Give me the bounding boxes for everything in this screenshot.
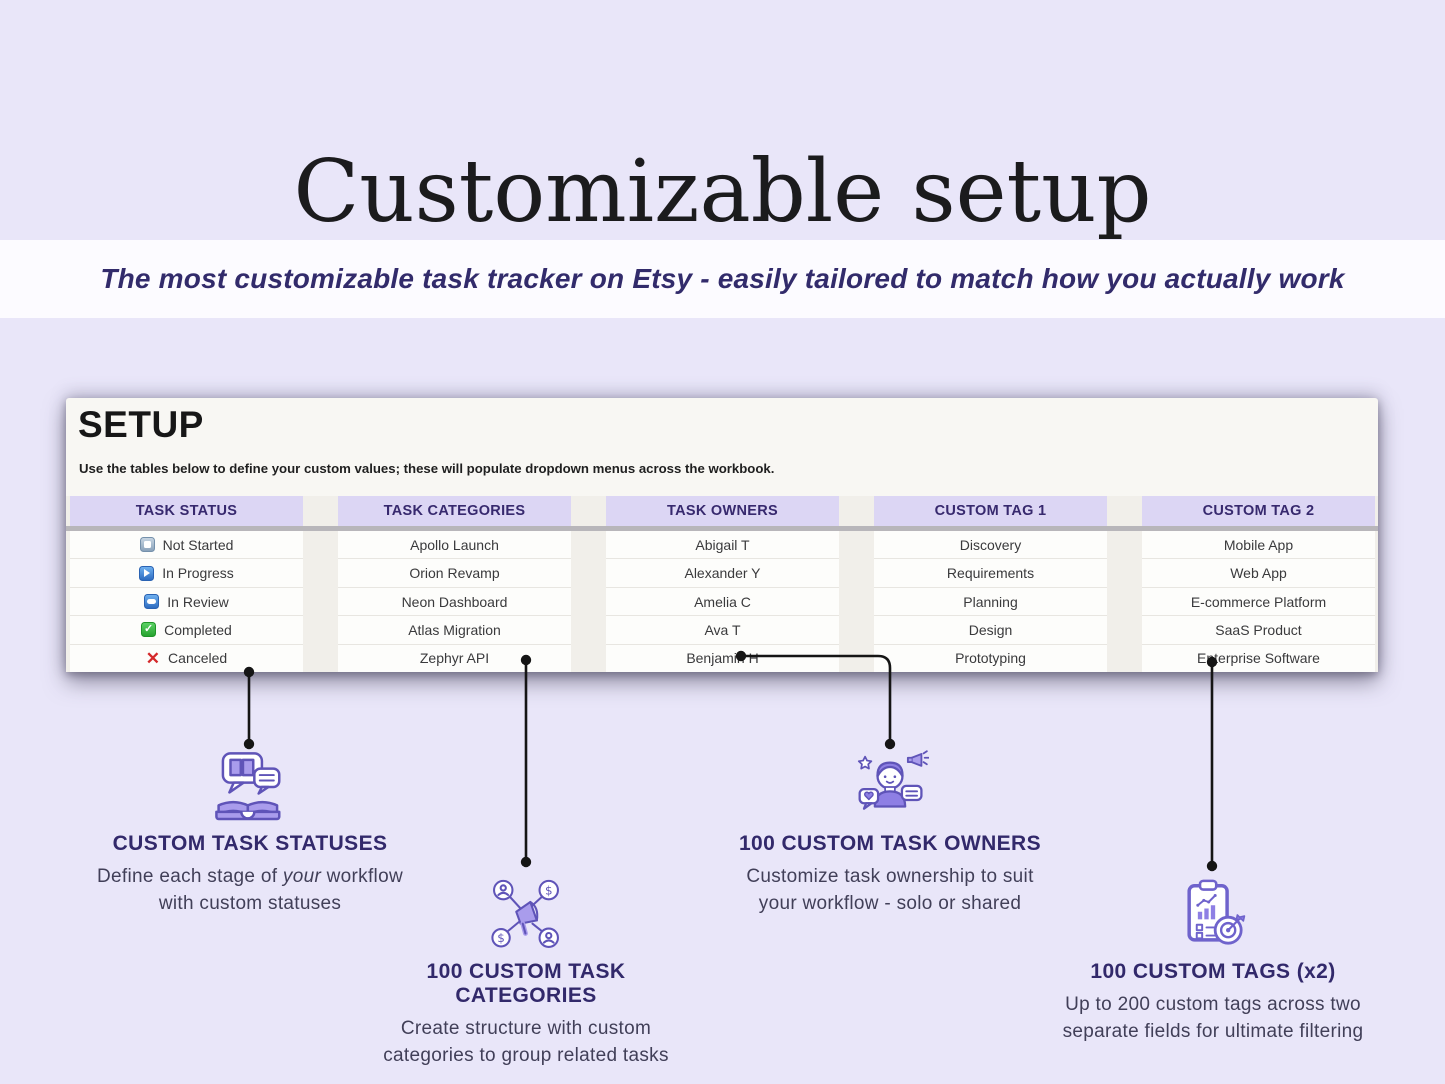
table-cell: Discovery <box>874 531 1107 560</box>
table-cell: Web App <box>1142 559 1375 588</box>
setup-description: Use the tables below to define your cust… <box>79 461 775 476</box>
table-cell: Alexander Y <box>606 559 839 588</box>
page-title: Customizable setup <box>293 141 1152 242</box>
table-cell: SaaS Product <box>1142 616 1375 645</box>
table-cell: Atlas Migration <box>338 616 571 645</box>
annotation-task-categories: $$ 100 CUSTOM TASK CATEGORIES Create str… <box>366 876 686 1070</box>
table-cell: ✓Completed <box>70 616 303 645</box>
annotation-task-statuses: CUSTOM TASK STATUSES Define each stage o… <box>85 748 415 918</box>
svg-text:$: $ <box>545 883 553 897</box>
review-icon <box>144 594 160 610</box>
annotation-task-owners: 100 CUSTOM TASK OWNERS Customize task ow… <box>735 748 1045 918</box>
table-cell: Apollo Launch <box>338 531 571 560</box>
annotation-heading: 100 CUSTOM TAGS (x2) <box>1090 960 1336 983</box>
table-cell: Benjamin H <box>686 650 759 667</box>
annotation-body: Create structure with custom categories … <box>383 1018 669 1066</box>
table-cell: Planning <box>874 588 1107 617</box>
table-cell: Mobile App <box>1142 531 1375 560</box>
table-cell: Amelia C <box>606 588 839 617</box>
table-cell: Orion Revamp <box>338 559 571 588</box>
megaphone-network-icon: $$ <box>366 876 686 956</box>
play-icon <box>139 565 155 581</box>
table-cell: Enterprise Software <box>1197 650 1320 667</box>
book-chat-icon <box>85 748 415 828</box>
setup-title: SETUP <box>78 404 204 445</box>
table-cell: Design <box>874 616 1107 645</box>
annotation-heading: 100 CUSTOM TASK CATEGORIES <box>426 960 626 1007</box>
table-cell: Neon Dashboard <box>338 588 571 617</box>
table-column-header: TASK CATEGORIES <box>338 496 571 526</box>
annotation-body: Customize task ownership to suit your wo… <box>746 866 1034 914</box>
subtitle: The most customizable task tracker on Et… <box>100 263 1345 294</box>
x-icon: ✕ <box>145 648 161 668</box>
setup-card: SETUP Use the tables below to define you… <box>66 398 1378 672</box>
table-cell: In Progress <box>70 559 303 588</box>
table-column-header: TASK OWNERS <box>606 496 839 526</box>
subtitle-band: The most customizable task tracker on Et… <box>0 240 1445 318</box>
annotation-heading: CUSTOM TASK STATUSES <box>112 832 388 855</box>
table-cell: Abigail T <box>606 531 839 560</box>
table-cell: Requirements <box>874 559 1107 588</box>
table-column-header: CUSTOM TAG 2 <box>1142 496 1375 526</box>
header-divider <box>66 526 1378 531</box>
table-cell: Not Started <box>70 531 303 560</box>
annotation-custom-tags: 100 CUSTOM TAGS (x2) Up to 200 custom ta… <box>1035 876 1391 1046</box>
table-cell: Prototyping <box>955 650 1026 667</box>
not-started-square-icon <box>139 537 155 553</box>
annotation-heading: 100 CUSTOM TASK OWNERS <box>738 832 1042 855</box>
table-column-header: CUSTOM TAG 1 <box>874 496 1107 526</box>
table-cell: ✕Canceled <box>145 648 228 668</box>
table-column-header: TASK STATUS <box>70 496 303 526</box>
person-megaphone-icon <box>735 748 1045 828</box>
table-cell: Zephyr API <box>419 650 490 667</box>
table-cell: In Review <box>70 588 303 617</box>
annotation-body: Up to 200 custom tags across two separat… <box>1062 994 1364 1042</box>
svg-text:$: $ <box>497 931 505 945</box>
table-cell: E-commerce Platform <box>1142 588 1375 617</box>
table-cell: Ava T <box>606 616 839 645</box>
clipboard-target-icon <box>1035 876 1391 956</box>
check-icon: ✓ <box>141 622 157 638</box>
annotation-body: Define each stage of your workflow with … <box>97 866 403 914</box>
